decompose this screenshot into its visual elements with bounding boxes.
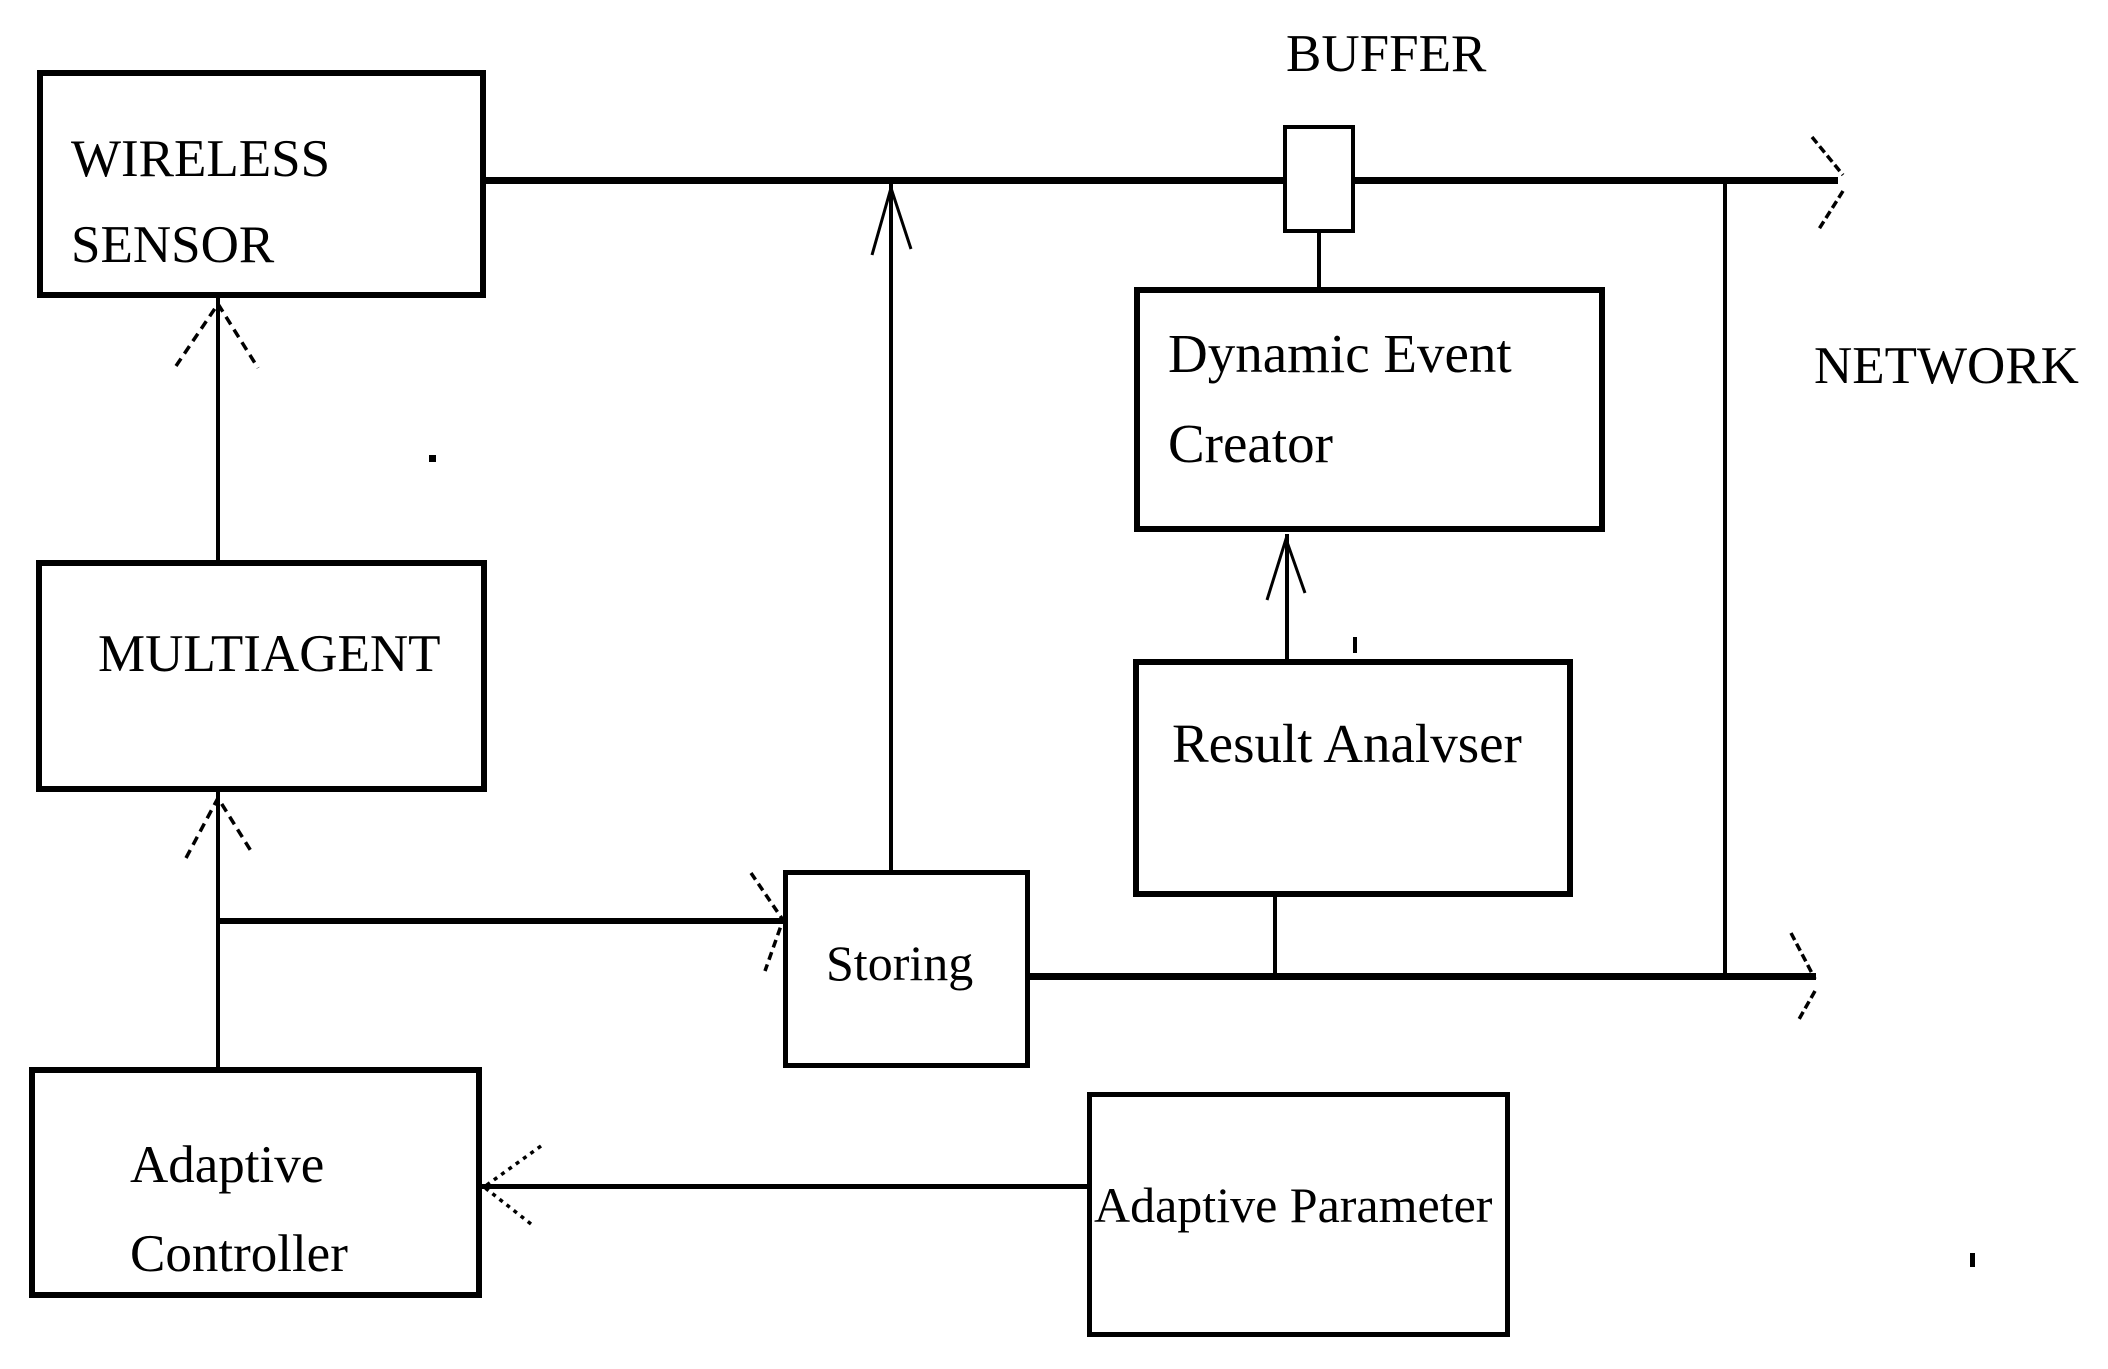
arrowhead-main-line-end-upper — [1810, 135, 1845, 177]
stray-tick-bottom-right — [1970, 1253, 1975, 1267]
result-analyser-label: Result Analvser — [1172, 713, 1522, 774]
network-label: NETWORK — [1814, 337, 2079, 395]
buffer-label: BUFFER — [1286, 25, 1487, 83]
connector-right-vertical — [1723, 178, 1727, 980]
connector-storing-riser — [889, 180, 893, 870]
wireless-sensor-label-line2: SENSOR — [71, 216, 275, 274]
multiagent-label: MULTIAGENT — [98, 625, 441, 683]
storing-box: Storing — [783, 870, 1030, 1068]
adaptive-controller-label: Adaptive Controller — [130, 1121, 348, 1299]
wireless-sensor-label: WIRELESS SENSOR — [71, 116, 330, 288]
adaptive-parameter-label: Adaptive Parameter — [1094, 1177, 1493, 1233]
dynamic-event-creator-label-line2: Creator — [1168, 413, 1333, 474]
connector-bottom-line — [1028, 973, 1816, 980]
connector-buffer-drop — [1317, 181, 1321, 289]
adaptive-controller-label-line1: Adaptive — [130, 1136, 325, 1194]
stray-dot-mark — [429, 455, 436, 462]
connector-multiagent-to-sensor — [216, 296, 220, 562]
dynamic-event-creator-label: Dynamic Event Creator — [1168, 309, 1512, 489]
adaptive-parameter-box: Adaptive Parameter — [1087, 1092, 1510, 1337]
dynamic-event-creator-box: Dynamic Event Creator — [1134, 287, 1605, 532]
wireless-sensor-box: WIRELESS SENSOR — [37, 70, 486, 298]
result-analyser-box: Result Analvser — [1133, 659, 1573, 897]
multiagent-box: MULTIAGENT — [36, 560, 487, 792]
storing-label: Storing — [826, 935, 974, 991]
buffer-box — [1283, 125, 1355, 233]
arrowhead-main-line-end-lower — [1817, 190, 1845, 230]
connector-branch-to-storing — [216, 918, 783, 924]
stray-tick-above-result-analyser — [1353, 637, 1357, 653]
connector-analyser-to-bottom-line — [1273, 895, 1277, 979]
connector-controller-to-multiagent — [216, 790, 220, 1069]
wireless-sensor-label-line1: WIRELESS — [71, 130, 331, 188]
adaptive-controller-box: Adaptive Controller — [29, 1067, 482, 1298]
dynamic-event-creator-label-line1: Dynamic Event — [1168, 323, 1512, 384]
connector-parameter-to-controller — [482, 1184, 1087, 1189]
connector-analyser-to-creator — [1285, 534, 1289, 661]
connector-main-line — [484, 177, 1838, 184]
arrowhead-bottom-line-end-lower — [1796, 990, 1817, 1022]
adaptive-controller-label-line2: Controller — [130, 1225, 348, 1283]
